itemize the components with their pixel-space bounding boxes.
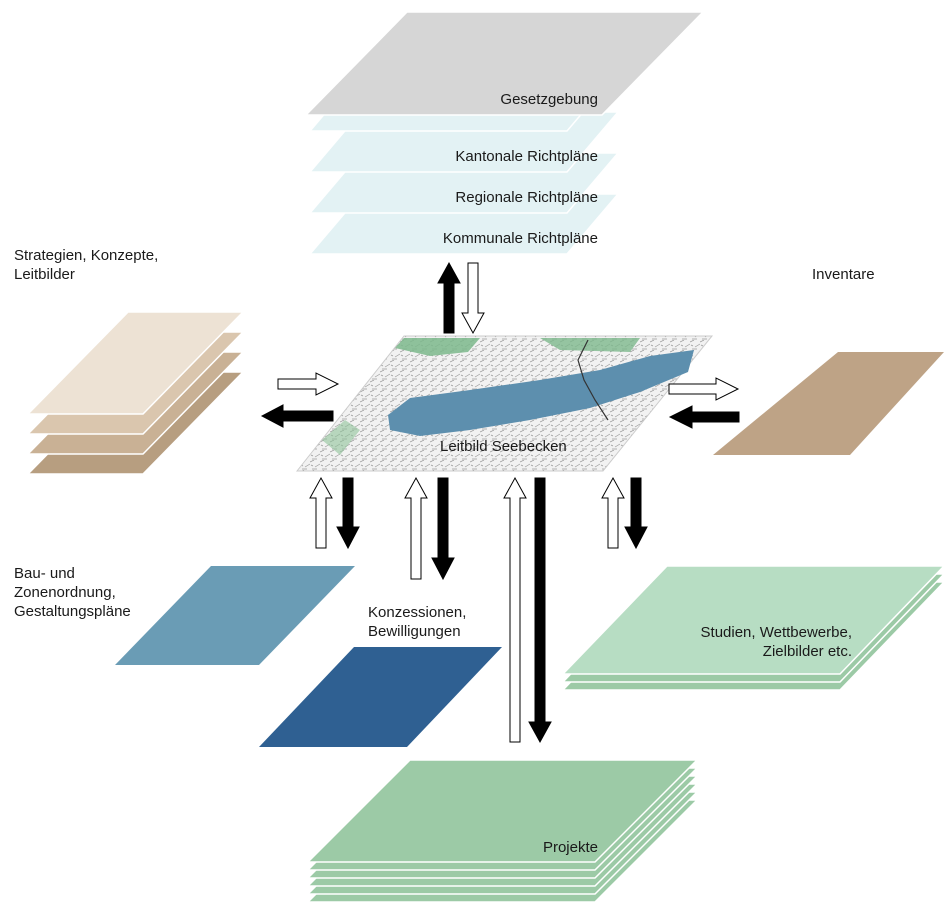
studien-stack (561, 565, 944, 691)
studien-layer-1 (561, 565, 944, 675)
map-green-area-2 (540, 338, 640, 352)
strategien-layer-1 (26, 311, 245, 415)
arrow-down-black-proj (528, 477, 552, 744)
map-boundary-line (577, 339, 609, 421)
label-studien: Studien, Wettbewerbe, Zielbilder etc. (700, 624, 852, 660)
label-kommunal: Kommunale Richtpläne (442, 230, 598, 247)
label-bau: Bau- und Zonenordnung, Gestaltungspläne (14, 565, 131, 620)
leitbild-map (295, 335, 714, 472)
label-inventare: Inventare (812, 266, 875, 283)
arrow-up-black (437, 261, 461, 334)
projekte-layer-top (306, 759, 699, 863)
label-konzessionen: Konzessionen, Bewilligungen (368, 604, 467, 640)
arrows (260, 261, 740, 744)
konzessionen-layer (259, 647, 502, 747)
label-kantonal: Kantonale Richtpläne (455, 148, 598, 165)
strategien-stack (26, 311, 245, 475)
arrow-down-white (461, 262, 485, 335)
projekte-stack (306, 759, 699, 903)
bau-layer (115, 566, 355, 665)
arrow-up-white-konz (404, 476, 428, 580)
label-strategien: Strategien, Konzepte, Leitbilder (14, 247, 159, 283)
label-gesetzgebung: Gesetzgebung (500, 91, 598, 108)
arrow-down-black-stud (624, 477, 648, 550)
inventare-layer (713, 352, 944, 455)
layer-gesetzgebung (304, 11, 705, 116)
map-green-area (395, 338, 480, 356)
arrow-up-white-stud (601, 476, 625, 549)
arrow-down-black-konz (431, 477, 455, 581)
label-leitbild: Leitbild Seebecken (440, 438, 567, 455)
arrow-right-white-left (277, 372, 340, 396)
richtplan-stack (304, 11, 705, 255)
label-projekte: Projekte (542, 839, 598, 856)
map-lake (388, 350, 694, 436)
arrow-left-black-left (260, 404, 334, 428)
arrow-up-white-proj (503, 476, 527, 743)
arrow-left-black-right (668, 405, 740, 429)
label-regional: Regionale Richtpläne (455, 189, 598, 206)
arrow-up-white-bau (309, 476, 333, 549)
arrow-right-white-right (668, 377, 740, 401)
arrow-down-black-bau (336, 477, 360, 550)
